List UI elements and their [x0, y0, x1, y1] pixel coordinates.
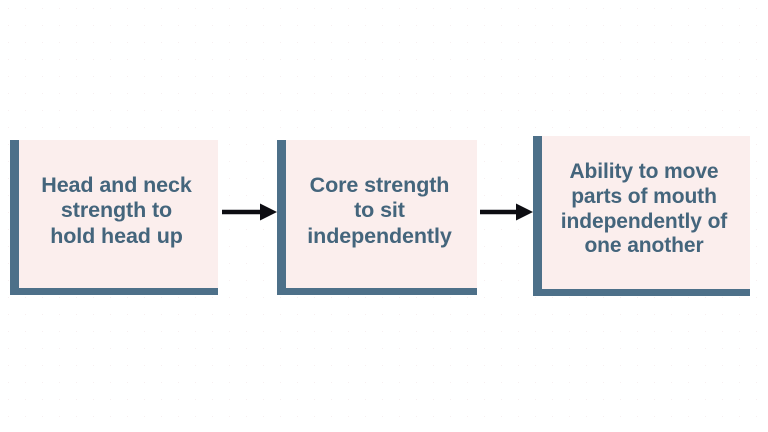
flow-node-label: Ability to move parts of mouth independe… — [560, 159, 728, 258]
flow-node-mouth-movement: Ability to move parts of mouth independe… — [533, 136, 750, 296]
flow-node-core-strength: Core strength to sit independently — [277, 140, 477, 295]
arrow-right-icon-2 — [480, 200, 534, 224]
flow-node-label: Head and neck strength to hold head up — [41, 172, 192, 248]
arrow-right-icon-1 — [222, 200, 278, 224]
flow-node-label: Core strength to sit independently — [307, 172, 452, 248]
flow-node-head-and-neck-strength: Head and neck strength to hold head up — [10, 140, 218, 295]
